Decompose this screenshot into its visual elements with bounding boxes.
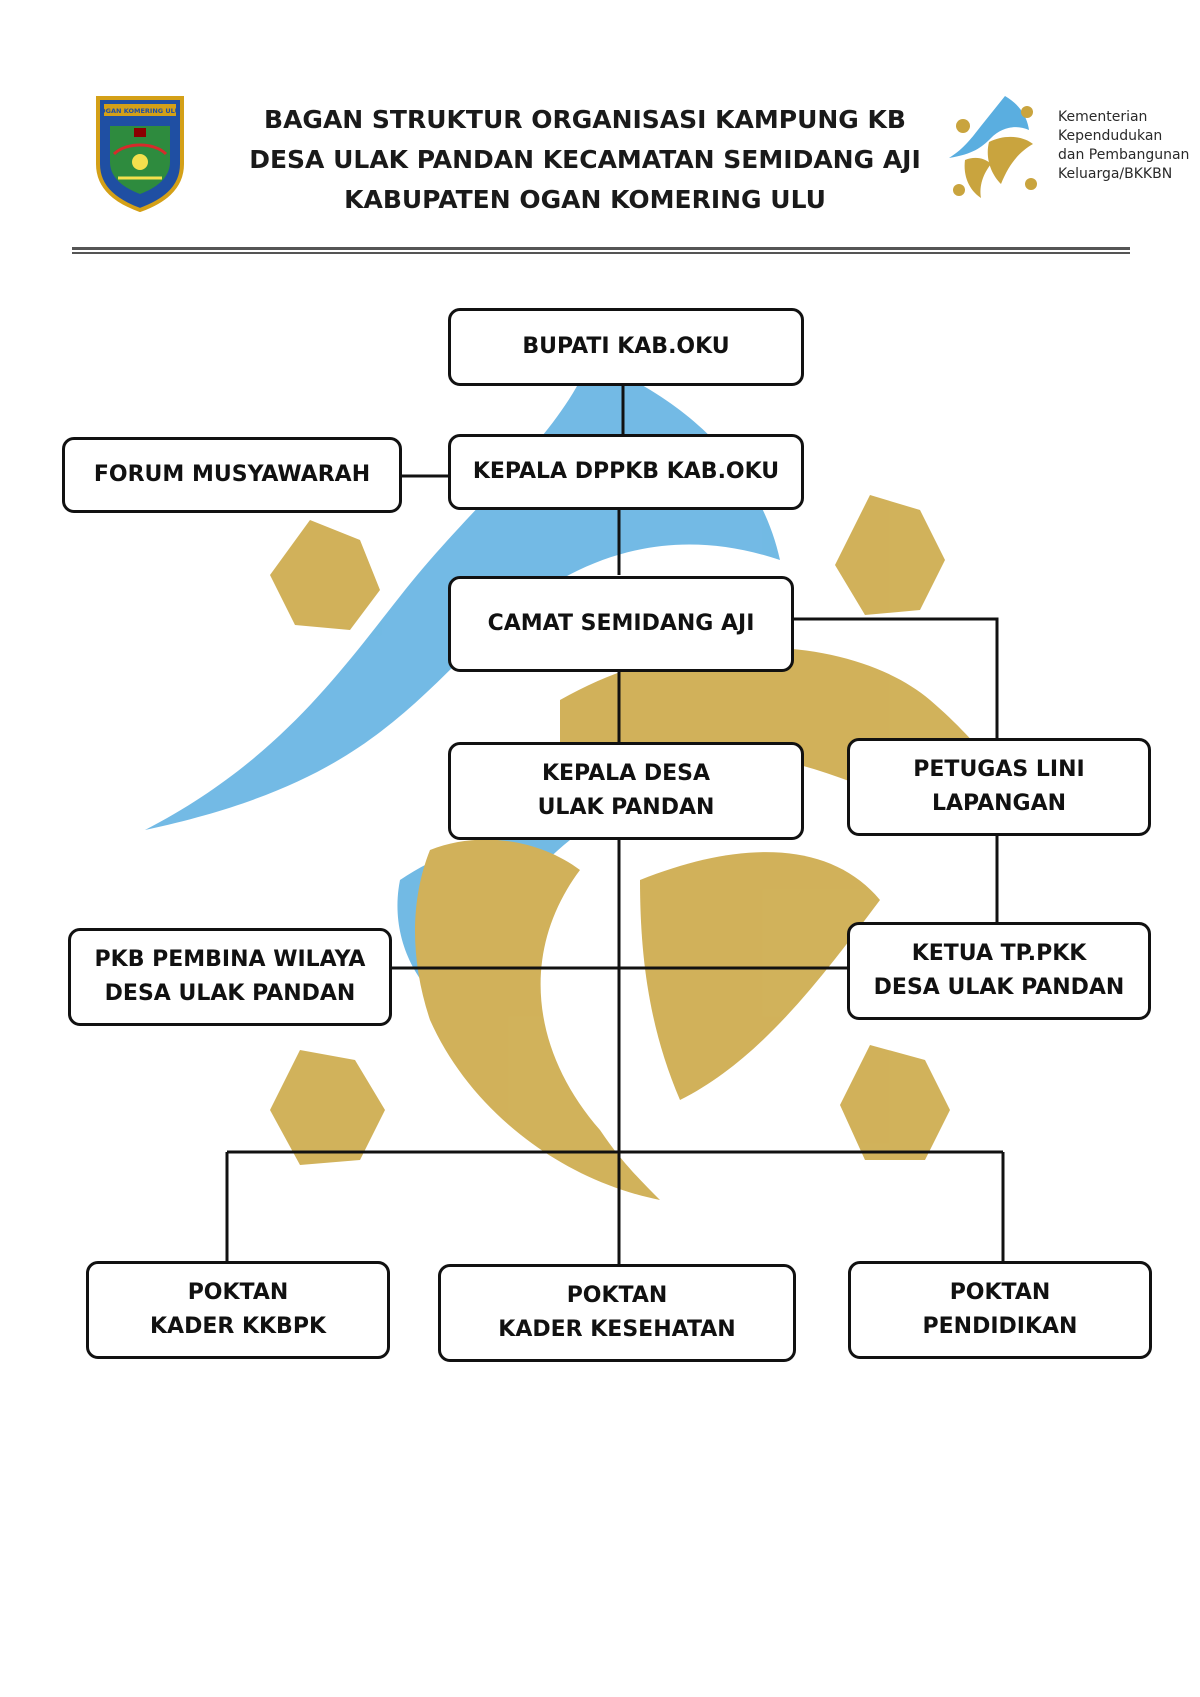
header-divider <box>72 247 1130 250</box>
node-kkbpk-line-1: POKTAN <box>187 1280 289 1305</box>
node-pkb-line-1: PKB PEMBINA WILAYA <box>94 947 366 972</box>
node-pendidikan-line-1: POKTAN <box>949 1280 1051 1305</box>
oku-emblem: OGAN KOMERING ULU <box>96 96 184 212</box>
page-title: BAGAN STRUKTUR ORGANISASI KAMPUNG KB DES… <box>235 100 935 220</box>
node-poktan-kader-kesehatan: POKTAN KADER KESEHATAN <box>438 1264 796 1362</box>
watermark-gold-shape-3 <box>415 839 660 1200</box>
bkkbn-line-4: Keluarga/BKKBN <box>1058 166 1173 182</box>
bkkbn-logo-icon <box>949 96 1037 198</box>
node-petugas-line-2: LAPANGAN <box>931 791 1067 816</box>
node-bupati: BUPATI KAB.OKU <box>448 308 804 386</box>
node-poktan-pendidikan: POKTAN PENDIDIKAN <box>848 1261 1152 1359</box>
header-divider-2 <box>72 252 1130 254</box>
node-kepaladesa-line-1: KEPALA DESA <box>541 761 711 786</box>
title-line-2: DESA ULAK PANDAN KECAMATAN SEMIDANG AJI <box>249 145 921 174</box>
bkkbn-line-3: dan Pembangunan <box>1058 147 1190 163</box>
title-line-1: BAGAN STRUKTUR ORGANISASI KAMPUNG KB <box>264 105 906 134</box>
oku-emblem-text: OGAN KOMERING ULU <box>100 107 180 115</box>
title-line-3: KABUPATEN OGAN KOMERING ULU <box>344 185 826 214</box>
node-poktan-kader-kkbpk: POKTAN KADER KKBPK <box>86 1261 390 1359</box>
bkkbn-line-2: Kependudukan <box>1058 128 1163 144</box>
watermark-hexagon <box>840 1045 950 1160</box>
node-ketuapkk-line-2: DESA ULAK PANDAN <box>873 975 1125 1000</box>
node-kkbpk-line-2: KADER KKBPK <box>150 1314 326 1339</box>
node-dppkb-line: KEPALA DPPKB KAB.OKU <box>472 459 780 484</box>
watermark-hexagon <box>835 495 945 615</box>
node-camat-line: CAMAT SEMIDANG AJI <box>487 611 755 636</box>
node-kepala-dppkb: KEPALA DPPKB KAB.OKU <box>448 434 804 510</box>
watermark-gold-shape-2 <box>640 852 880 1100</box>
node-camat: CAMAT SEMIDANG AJI <box>448 576 794 672</box>
node-kepaladesa-line-2: ULAK PANDAN <box>537 795 715 820</box>
watermark-hexagon <box>270 520 380 630</box>
node-pkb-pembina: PKB PEMBINA WILAYA DESA ULAK PANDAN <box>68 928 392 1026</box>
node-bupati-line: BUPATI KAB.OKU <box>522 334 730 359</box>
node-forum-musyawarah: FORUM MUSYAWARAH <box>62 437 402 513</box>
node-petugas-lini-lapangan: PETUGAS LINI LAPANGAN <box>847 738 1151 836</box>
line-camat-petugas <box>792 617 999 739</box>
node-kesehatan-line-1: POKTAN <box>566 1283 668 1308</box>
node-ketua-tp-pkk: KETUA TP.PKK DESA ULAK PANDAN <box>847 922 1151 1020</box>
node-kepala-desa: KEPALA DESA ULAK PANDAN <box>448 742 804 840</box>
node-kesehatan-line-2: KADER KESEHATAN <box>498 1317 736 1342</box>
watermark-hexagon <box>270 1050 385 1165</box>
bkkbn-logo-text: Kementerian Kependudukan dan Pembangunan… <box>1058 108 1189 184</box>
node-ketuapkk-line-1: KETUA TP.PKK <box>911 941 1087 966</box>
node-petugas-line-1: PETUGAS LINI <box>913 757 1085 782</box>
bkkbn-line-1: Kementerian <box>1058 109 1148 125</box>
node-forum-line: FORUM MUSYAWARAH <box>93 462 371 487</box>
node-pendidikan-line-2: PENDIDIKAN <box>922 1314 1078 1339</box>
node-pkb-line-2: DESA ULAK PANDAN <box>104 981 356 1006</box>
